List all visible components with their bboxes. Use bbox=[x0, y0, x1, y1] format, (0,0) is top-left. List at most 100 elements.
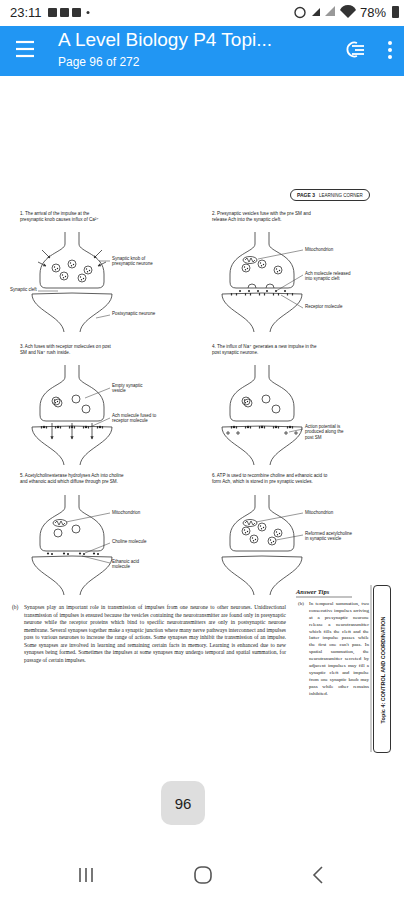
ach-dot bbox=[65, 276, 66, 277]
ach-dot bbox=[54, 266, 55, 267]
node-text: 96 bbox=[175, 795, 192, 812]
choline-molecule bbox=[93, 552, 95, 554]
receptor-molecule bbox=[274, 426, 279, 429]
part-label: Synaptic cleft bbox=[10, 287, 37, 292]
leader-line bbox=[85, 388, 110, 398]
ach-dot bbox=[255, 539, 256, 540]
choline-molecule bbox=[47, 552, 49, 554]
leader-line bbox=[256, 513, 303, 522]
page-tag: PAGE 3 LEARNING CORNER bbox=[290, 189, 370, 201]
ach-dot bbox=[277, 271, 278, 272]
ach-dot bbox=[245, 269, 246, 270]
ach-dot bbox=[55, 269, 56, 270]
step-caption: 1. The arrival of the impulse at the pre… bbox=[20, 211, 112, 222]
ach-dot bbox=[83, 278, 84, 279]
menu-line bbox=[16, 41, 34, 43]
presynaptic-knob bbox=[230, 495, 294, 551]
synaptic-vesicle bbox=[78, 274, 86, 282]
ethanoic-acid-molecule bbox=[97, 553, 99, 555]
answer-text: Synapses play an important role in trans… bbox=[24, 604, 286, 665]
node-text: LEARNING CORNER bbox=[319, 193, 363, 198]
notify-icon bbox=[48, 8, 57, 17]
ach-dot bbox=[80, 276, 81, 277]
ach-dot bbox=[277, 534, 278, 535]
ethanoic-acid-molecule bbox=[51, 553, 53, 555]
ach-dot bbox=[247, 531, 248, 532]
synaptic-vesicle bbox=[242, 264, 250, 272]
synapse-figure bbox=[32, 365, 112, 465]
empty-vesicle bbox=[54, 399, 62, 407]
ach-molecule bbox=[284, 290, 286, 292]
part-label: Ach molecule fused to receptor molecule bbox=[112, 413, 157, 424]
charge-sign bbox=[236, 431, 240, 435]
empty-vesicle bbox=[262, 395, 270, 403]
step-caption: 4. The influx of Na⁺ generates a new imp… bbox=[212, 344, 324, 355]
synaptic-vesicle bbox=[250, 535, 258, 543]
toc-line bbox=[352, 53, 364, 55]
part-label: Mitochondrion bbox=[305, 510, 333, 515]
notify-dot bbox=[87, 11, 90, 14]
charge-sign bbox=[294, 431, 298, 435]
presynaptic-knob bbox=[40, 365, 104, 421]
receptor-molecule bbox=[246, 293, 251, 296]
receptor-molecule bbox=[232, 426, 237, 429]
postsynaptic-neurone bbox=[32, 556, 112, 595]
nav-bar bbox=[0, 850, 404, 900]
part-label: Mitochondrion bbox=[305, 247, 333, 252]
mitochondrion bbox=[243, 257, 257, 264]
empty-vesicle bbox=[272, 405, 280, 413]
mitochondrion bbox=[53, 520, 67, 527]
dot bbox=[388, 48, 392, 52]
part-label: Receptor molecule bbox=[305, 304, 345, 309]
leader-line bbox=[289, 429, 303, 432]
app-title: A Level Biology P4 Topi... bbox=[58, 29, 272, 52]
ion-arrow bbox=[52, 423, 53, 439]
ach-dot bbox=[55, 402, 56, 403]
ach-dot bbox=[260, 525, 261, 526]
node-text: Topic 4: CONTROL AND COORDINATION bbox=[374, 586, 392, 754]
ach-dot bbox=[57, 401, 58, 402]
ach-dot bbox=[71, 265, 72, 266]
leader-line bbox=[99, 261, 110, 262]
menu-icon bbox=[16, 42, 34, 56]
leader-line bbox=[258, 250, 303, 259]
leader-line bbox=[90, 418, 110, 427]
receptor-molecule bbox=[98, 426, 103, 429]
cristae bbox=[55, 521, 65, 525]
ach-dot bbox=[252, 537, 253, 538]
synapse-figure bbox=[32, 232, 112, 332]
status-battery: 78% bbox=[360, 5, 386, 21]
ach-dot bbox=[260, 262, 261, 263]
step-caption: 3. Ach fuses with receptor molecules on … bbox=[20, 344, 112, 355]
part-letter: (b) bbox=[298, 601, 304, 607]
recent-icon bbox=[91, 868, 93, 882]
ach-dot bbox=[81, 279, 82, 280]
bound-ach bbox=[261, 426, 264, 429]
recent-icon bbox=[85, 868, 87, 882]
receptor-molecule bbox=[56, 426, 61, 429]
ach-dot bbox=[253, 540, 254, 541]
postsynaptic-neurone bbox=[32, 293, 112, 332]
ach-dot bbox=[57, 268, 58, 269]
ion-arrow bbox=[38, 262, 46, 266]
receptor-molecule bbox=[42, 426, 47, 429]
ion-arrow bbox=[92, 423, 93, 439]
status-bar bbox=[0, 0, 404, 26]
ach-dot bbox=[70, 262, 71, 263]
ach-dot bbox=[279, 270, 280, 271]
ach-molecule bbox=[239, 290, 241, 292]
cristae bbox=[245, 521, 255, 525]
ach-dot bbox=[261, 528, 262, 529]
more-icon bbox=[388, 41, 392, 59]
ach-dot bbox=[273, 541, 274, 542]
node-text: PAGE 3 bbox=[297, 192, 315, 198]
synaptic-vesicle bbox=[268, 537, 276, 545]
ach-molecule bbox=[248, 290, 250, 292]
receptor-molecule bbox=[274, 293, 279, 296]
app-bar bbox=[0, 26, 404, 76]
dot bbox=[388, 41, 392, 45]
empty-vesicle bbox=[54, 529, 62, 537]
ach-dot bbox=[73, 264, 74, 265]
synaptic-vesicle bbox=[84, 266, 92, 274]
ion-arrow bbox=[94, 250, 102, 258]
